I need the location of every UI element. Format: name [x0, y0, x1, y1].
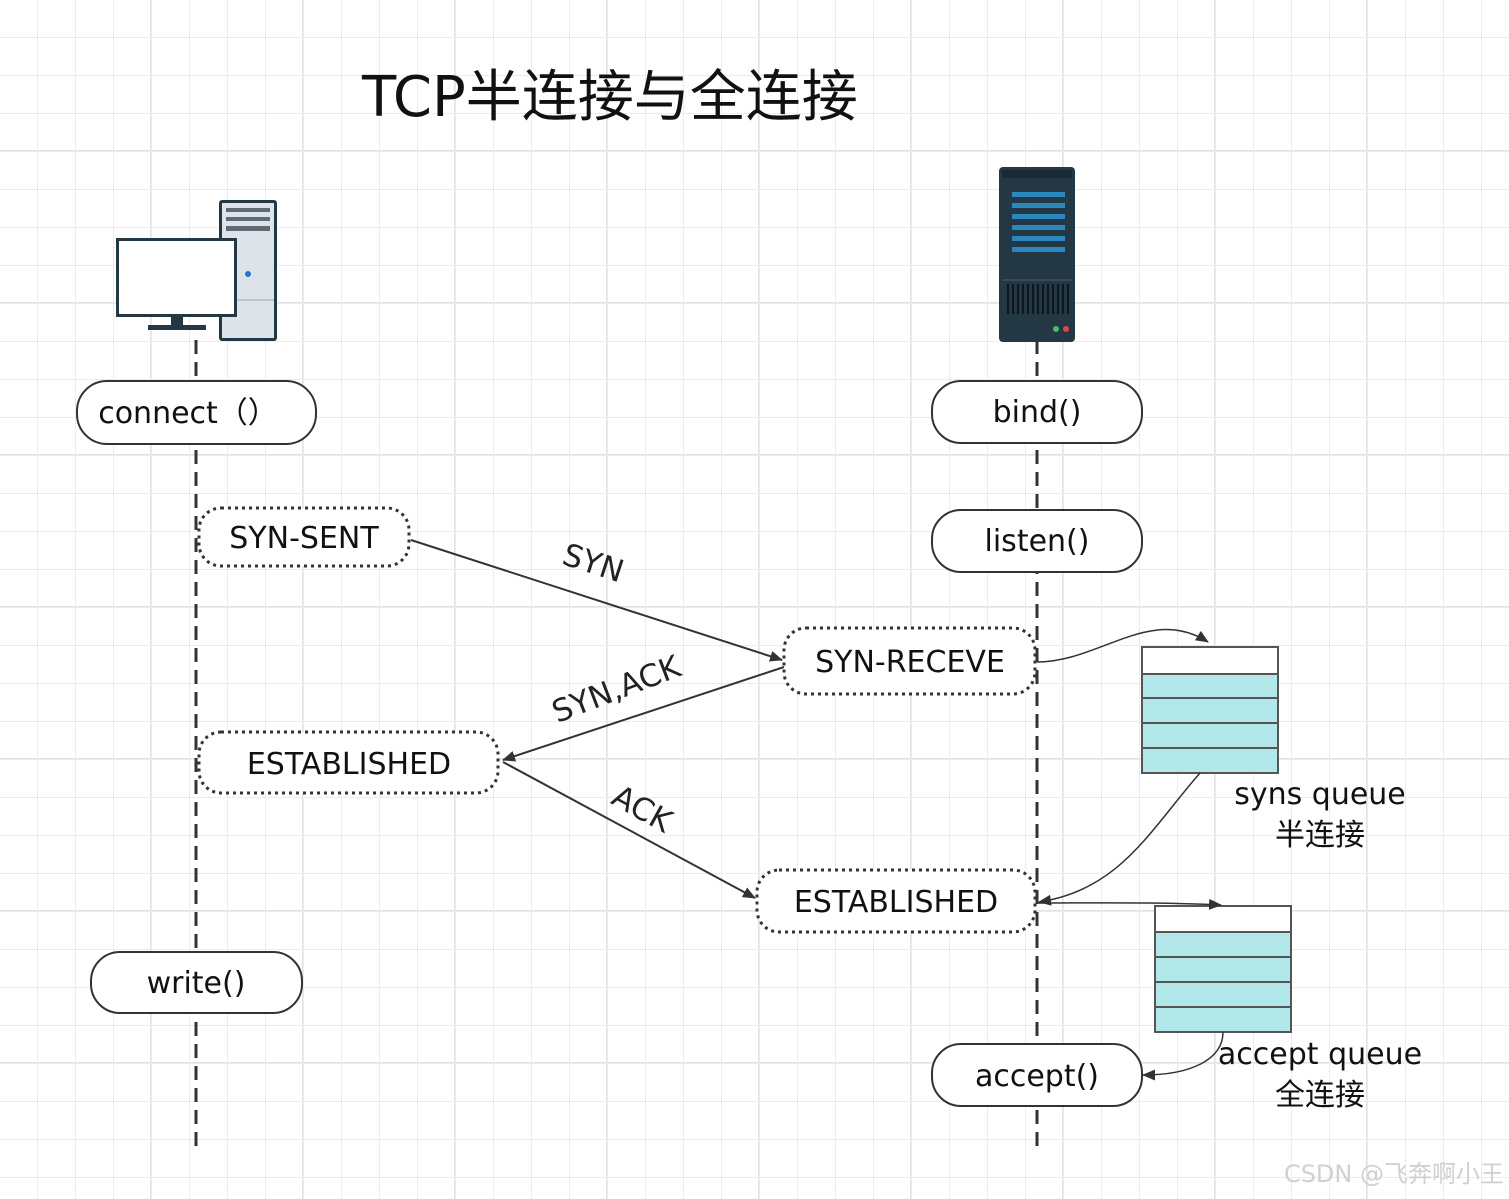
watermark: CSDN @飞奔啊小王: [1284, 1160, 1504, 1188]
server-established-label: ESTABLISHED: [794, 885, 998, 920]
syn-receive-label: SYN-RECEVE: [815, 645, 1005, 680]
accept-queue-cn: 全连接: [1275, 1078, 1365, 1113]
syn-ack-message-label: SYN,ACK: [547, 649, 686, 731]
syns-queue-to-established-arrow: [1038, 772, 1201, 906]
accept-queue: [1154, 905, 1292, 1033]
syns-queue-cn: 半连接: [1275, 818, 1365, 853]
bind-box: bind(): [931, 380, 1143, 444]
syn-ack-arrow: [502, 666, 785, 762]
desktop-computer-icon: [116, 200, 277, 341]
page-title: TCP半连接与全连接: [361, 65, 858, 130]
accept-queue-name: accept queue: [1218, 1037, 1422, 1072]
accept-box: accept(): [931, 1043, 1143, 1107]
syns-queue-name: syns queue: [1234, 777, 1406, 812]
accept-queue-to-accept-arrow: [1142, 1031, 1224, 1081]
connect-box: connect（）: [76, 380, 317, 445]
listen-box: listen(): [931, 509, 1143, 573]
client-syn-sent-state: SYN-SENT: [197, 506, 411, 568]
accept-label: accept(): [975, 1059, 1099, 1094]
client-established-state: ESTABLISHED: [197, 730, 500, 795]
syn-message-label: SYN: [558, 537, 628, 590]
syn-receive-to-syns-queue-arrow: [1036, 628, 1209, 663]
write-label: write(): [147, 966, 246, 1001]
client-established-label: ESTABLISHED: [247, 747, 451, 782]
write-box: write(): [90, 951, 303, 1014]
server-syn-receive-state: SYN-RECEVE: [782, 626, 1037, 696]
syns-queue: [1141, 646, 1279, 774]
syn-arrow: [410, 539, 783, 662]
server-rack-icon: [999, 167, 1075, 342]
listen-label: listen(): [985, 524, 1090, 559]
ack-message-label: ACK: [606, 778, 679, 840]
connect-label: connect（）: [98, 396, 278, 431]
syn-sent-label: SYN-SENT: [229, 521, 379, 556]
ack-arrow: [502, 761, 756, 899]
established-to-accept-queue-arrow: [1036, 898, 1222, 910]
server-established-state: ESTABLISHED: [755, 868, 1037, 934]
bind-label: bind(): [993, 395, 1082, 430]
